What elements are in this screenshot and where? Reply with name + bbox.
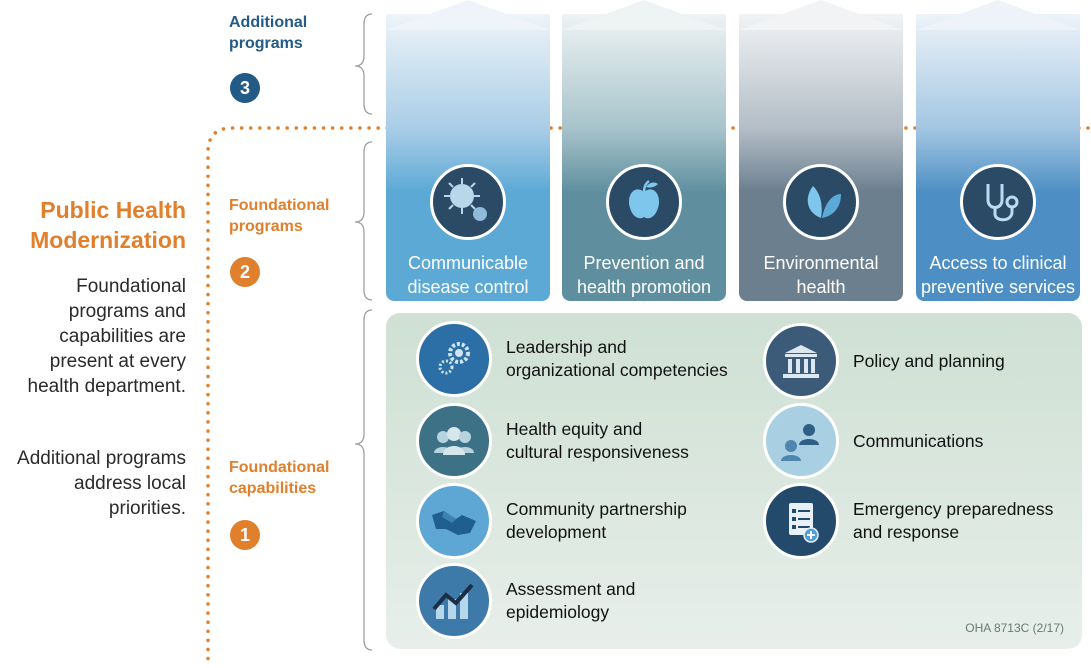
tier-label-additional: Additional programs [229,12,307,54]
pillar-communicable-disease: Communicable disease control [386,0,550,301]
tier-programs-line1: Foundational [229,197,330,214]
pillar-label-line2: preventive services [920,277,1076,297]
capability-policy-planning: Policy and planning [763,323,1005,399]
capability-label-line1: Policy and planning [853,350,1005,371]
capability-label-line1: Community partnership [506,499,687,519]
document-code: OHA 8713C (2/17) [965,621,1064,635]
gears-icon [416,321,492,397]
pillar-arrow-cap [739,0,903,30]
stethoscope-icon [960,164,1036,240]
title-line-1: Public Health [40,197,186,223]
tier-additional-line1: Additional [229,14,308,31]
capability-label-line2: development [506,522,607,542]
capability-label: Communications [853,430,983,453]
pillar-label: Environmental health [739,251,903,299]
capabilities-panel: Leadership and organizational competenci… [386,313,1082,649]
title-line-2: Modernization [30,227,186,253]
virus-icon [430,164,506,240]
government-building-icon [763,323,839,399]
tier-capabilities-line1: Foundational [229,459,330,476]
handshake-icon [416,483,492,559]
chart-trend-icon [416,563,492,639]
capability-label-line2: cultural responsiveness [506,442,689,462]
capability-communications: Communications [763,403,983,479]
capability-leadership: Leadership and organizational competenci… [416,321,728,397]
apple-icon [606,164,682,240]
pillar-label-line2: health [796,277,846,297]
description-foundational: Foundational programs and capabilities a… [27,276,186,397]
pillar-label-line1: Environmental [763,253,879,273]
capability-label: Leadership and organizational competenci… [506,336,728,382]
tier-programs-line2: programs [229,218,303,235]
tier-additional-line2: programs [229,35,303,52]
capability-label: Community partnership development [506,498,687,544]
pillar-label-line1: Access to clinical [929,253,1067,273]
capability-health-equity: Health equity and cultural responsivenes… [416,403,689,479]
capability-label-line1: Assessment and [506,579,636,599]
pillar-arrow-cap [386,0,550,30]
capability-label: Health equity and cultural responsivenes… [506,418,689,464]
people-group-icon [416,403,492,479]
conversation-icon [763,403,839,479]
capability-emergency-preparedness: Emergency preparedness and response [763,483,1053,559]
capability-label-line2: epidemiology [506,602,610,622]
pillar-label-line2: disease control [407,277,529,297]
tier-braces [354,13,373,651]
pillar-environmental-health: Environmental health [739,0,903,301]
pillar-arrow-cap [562,0,726,30]
capability-community-partnership: Community partnership development [416,483,687,559]
pillar-label-line1: Communicable [407,253,529,273]
pillar-label: Access to clinical preventive services [916,251,1080,299]
capability-label-line2: and response [853,522,960,542]
capability-label-line2: organizational competencies [506,360,728,380]
tier-number-3: 3 [230,73,260,103]
leaves-icon [783,164,859,240]
capability-label: Emergency preparedness and response [853,498,1053,544]
checklist-medical-icon [763,483,839,559]
tier-label-capabilities: Foundational capabilities [229,457,329,499]
description-additional: Additional programs address local priori… [17,448,186,519]
capability-label: Policy and planning [853,350,1005,373]
tier-number-1: 1 [230,520,260,550]
tier-capabilities-line2: capabilities [229,480,317,497]
pillar-prevention: Prevention and health promotion [562,0,726,301]
tier-number-2: 2 [230,257,260,287]
pillar-arrow-cap [916,0,1080,30]
capability-label-line1: Emergency preparedness [853,499,1054,519]
pillar-label: Prevention and health promotion [562,251,726,299]
tier-label-programs: Foundational programs [229,195,329,237]
pillar-label-line1: Prevention and [583,253,705,273]
capability-assessment: Assessment and epidemiology [416,563,635,639]
pillar-access-clinical: Access to clinical preventive services [916,0,1080,301]
pillar-label: Communicable disease control [386,251,550,299]
capability-label: Assessment and epidemiology [506,578,635,624]
capability-label-line1: Health equity and [506,419,643,439]
pillar-label-line2: health promotion [576,277,712,297]
page-title: Public Health Modernization [30,195,186,255]
capability-label-line1: Leadership and [506,337,627,357]
capability-label-line1: Communications [853,430,984,451]
